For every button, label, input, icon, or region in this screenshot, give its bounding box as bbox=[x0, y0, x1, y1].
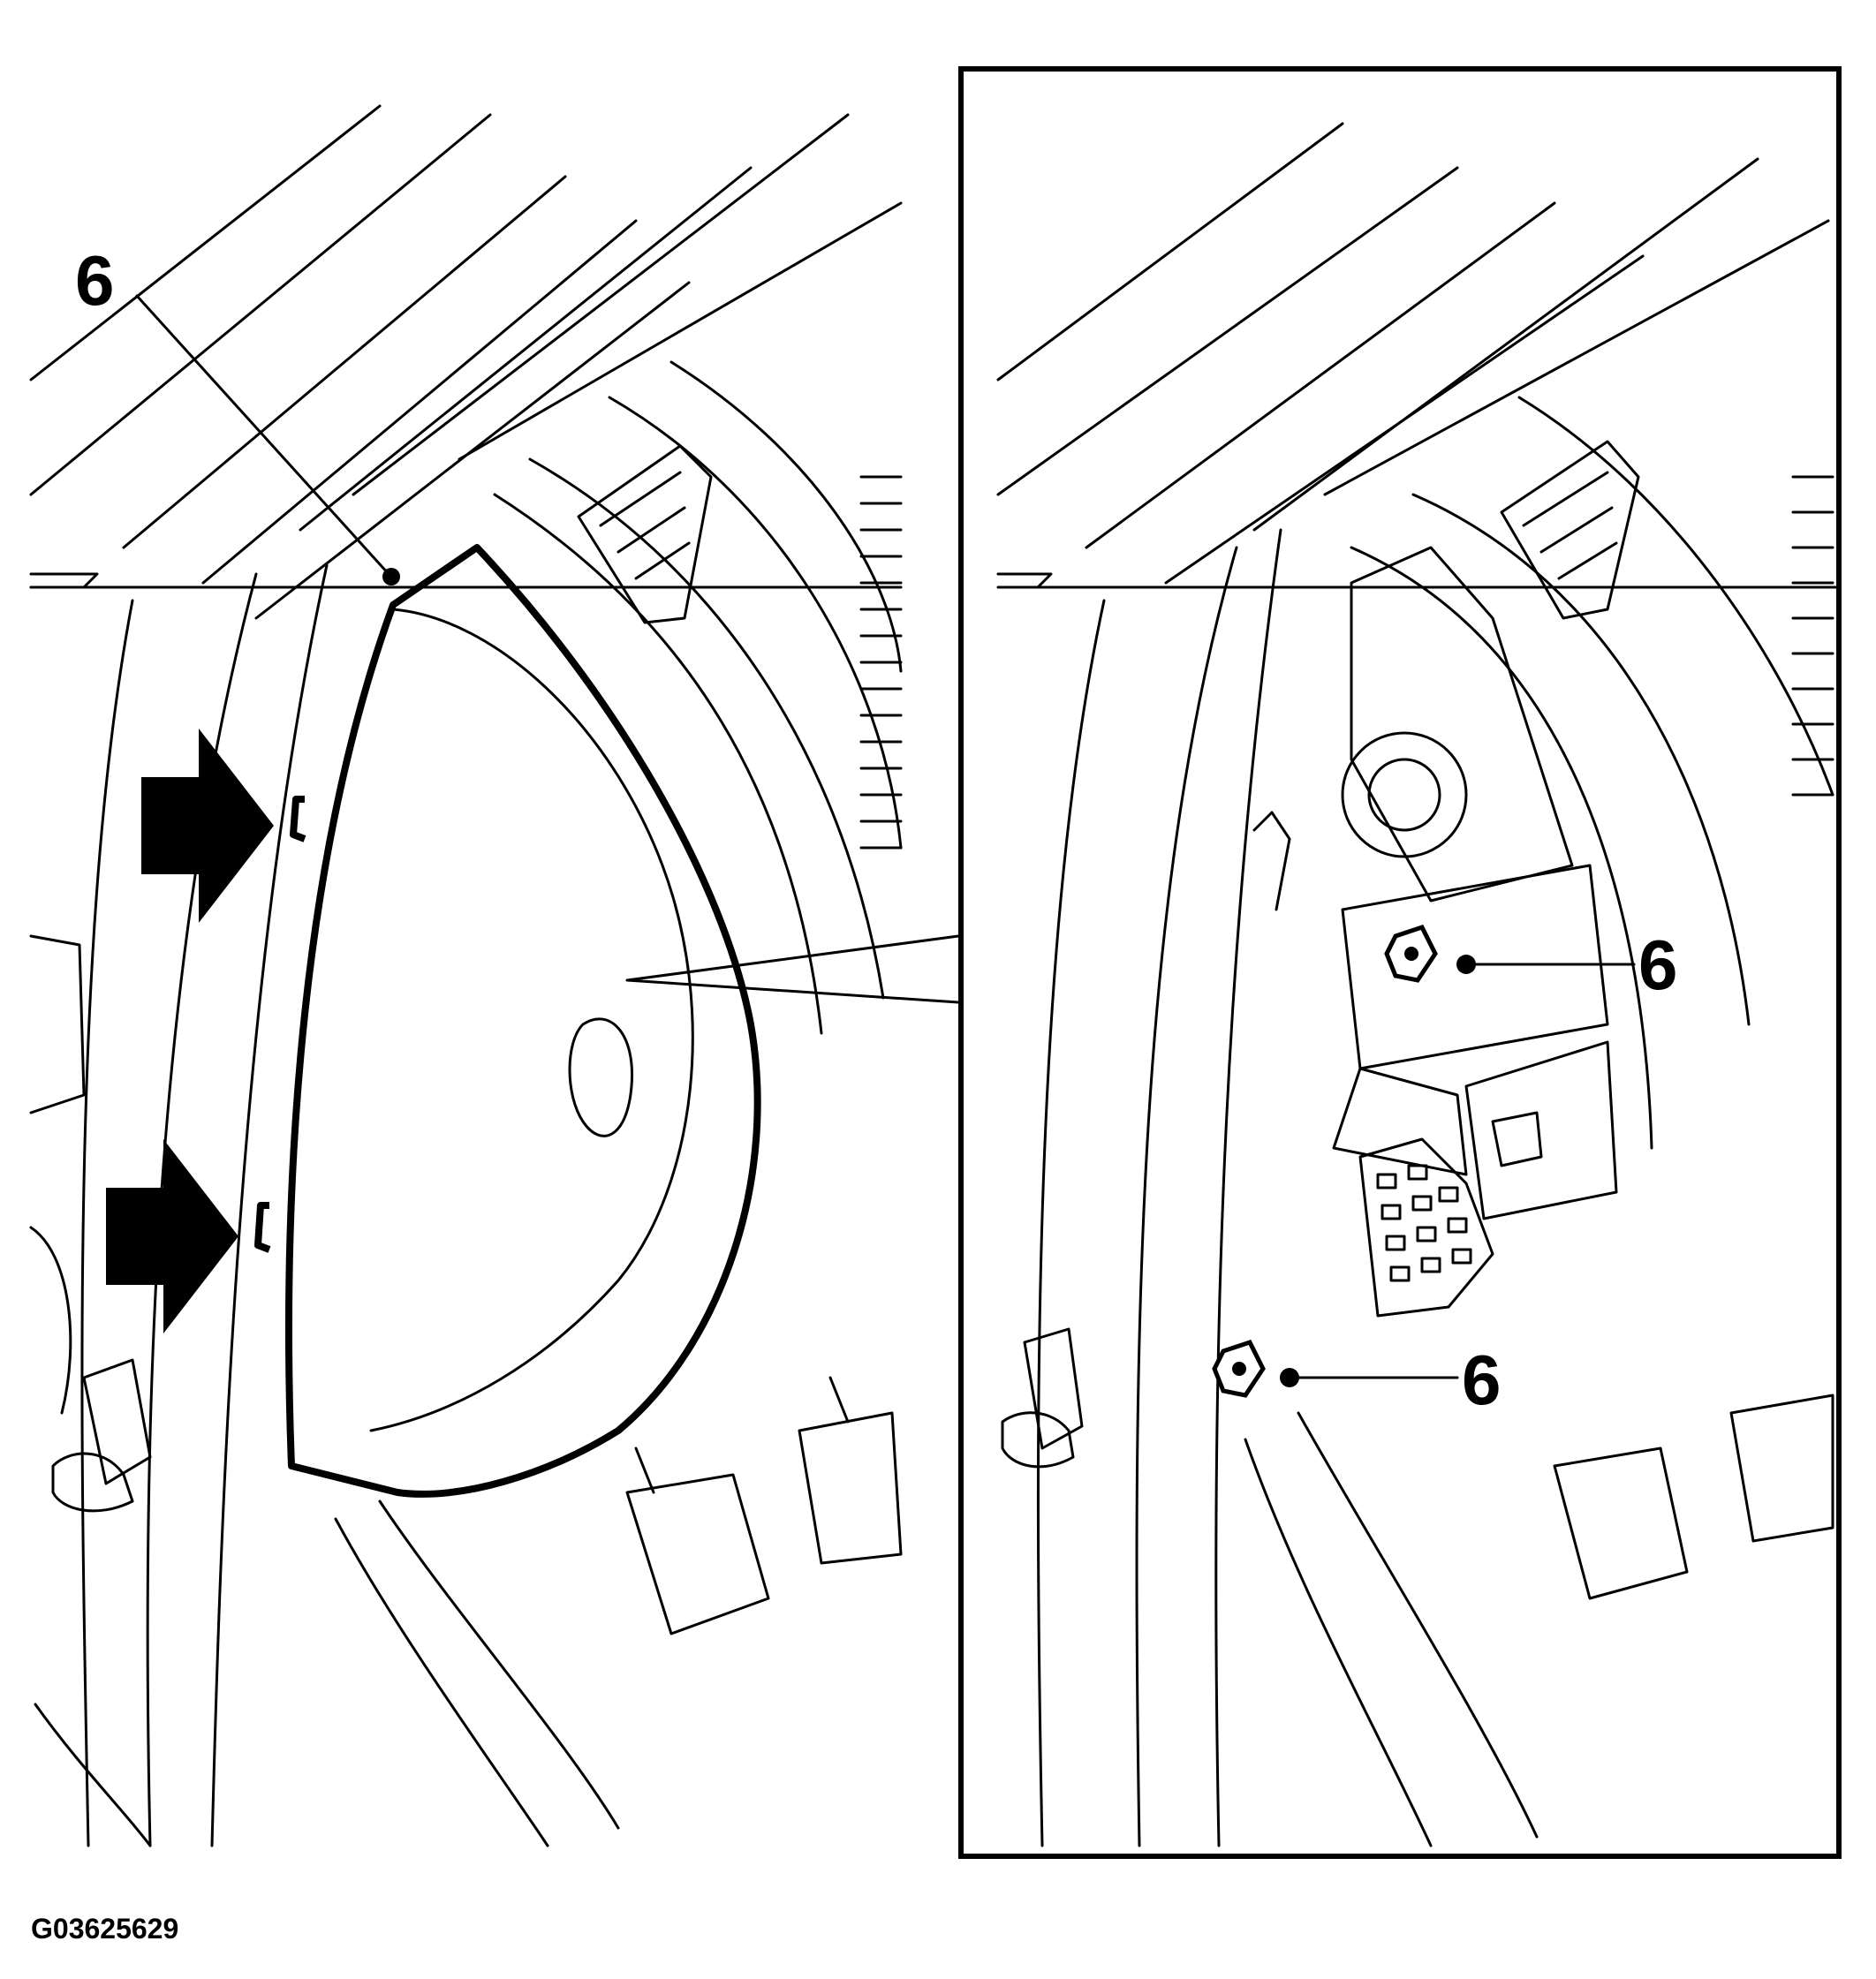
right-door-latch bbox=[1001, 1327, 1084, 1469]
left-callout-number: 6 bbox=[75, 241, 115, 320]
exposed-bracket bbox=[1252, 546, 1618, 1220]
right-vent-grille bbox=[1500, 440, 1640, 620]
figure-id: G03625629 bbox=[31, 1913, 178, 1945]
clip-lower bbox=[254, 1202, 271, 1253]
detail-frame bbox=[958, 66, 1842, 1859]
left-slot-grille bbox=[859, 475, 903, 850]
right-pedals bbox=[1553, 1394, 1834, 1600]
right-callout-number-upper: 6 bbox=[1638, 925, 1678, 1004]
fuse-block bbox=[1358, 1137, 1494, 1318]
trim-panel-outline bbox=[285, 544, 761, 1498]
zoom-pointer bbox=[625, 934, 960, 1004]
left-leader-line bbox=[135, 294, 390, 576]
nut-upper bbox=[1384, 924, 1438, 983]
trim-hole bbox=[568, 1017, 634, 1137]
right-hatching bbox=[996, 122, 1830, 585]
right-slot-grille bbox=[1791, 475, 1834, 797]
clip-upper bbox=[290, 796, 306, 842]
arrow-right-icon bbox=[141, 729, 274, 923]
left-vent-grille bbox=[577, 444, 713, 624]
left-door-latch bbox=[51, 1358, 152, 1513]
detail-panel: 6 6 bbox=[958, 66, 1842, 1859]
left-leader-dot bbox=[382, 568, 400, 585]
right-callout-number-lower: 6 bbox=[1462, 1341, 1502, 1419]
arrow-right-icon bbox=[106, 1139, 238, 1333]
left-hatching bbox=[29, 104, 903, 620]
left-panel: 6 bbox=[29, 104, 903, 1847]
nut-lower bbox=[1212, 1339, 1266, 1398]
left-pedals bbox=[625, 1376, 903, 1635]
